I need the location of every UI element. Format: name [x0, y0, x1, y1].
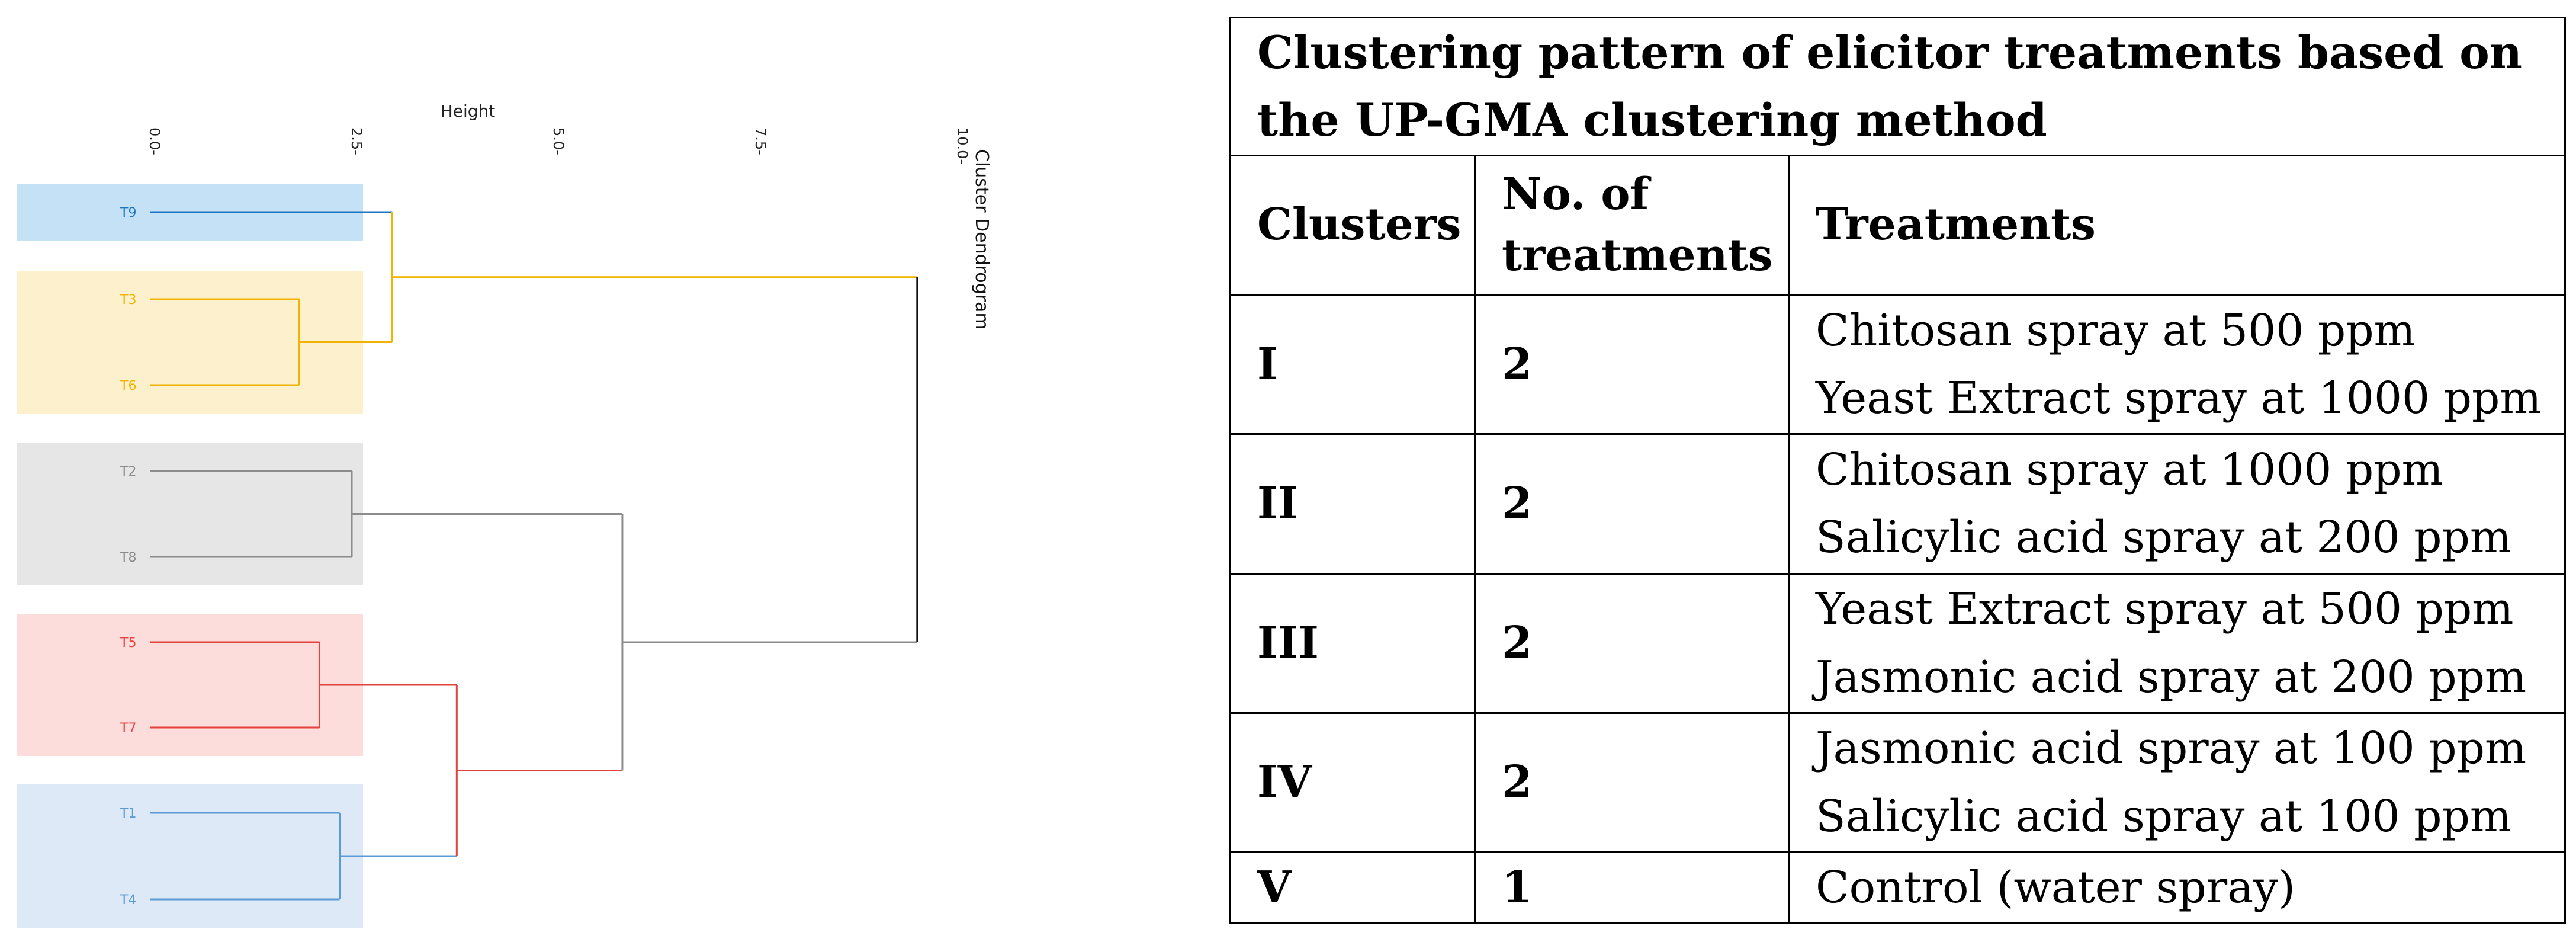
treatment-item: Yeast Extract spray at 500 ppm — [1816, 583, 2514, 635]
treatment-item: Salicylic acid spray at 100 ppm — [1816, 790, 2512, 842]
table-row: III 2 Yeast Extract spray at 500 ppm Jas… — [1229, 572, 2566, 714]
table-row: I 2 Chitosan spray at 500 ppm Yeast Extr… — [1229, 294, 2566, 435]
leaf-label: T1 — [120, 806, 136, 821]
treatment-count: 1 — [1474, 851, 1790, 924]
cluster-id: II — [1229, 433, 1476, 575]
treatment-list: Yeast Extract spray at 500 ppm Jasmonic … — [1788, 572, 2566, 714]
leaf-label: T4 — [120, 893, 136, 908]
axis-tick-label: 2.5- — [348, 127, 365, 155]
table-header-row: Clusters No. of treatments Treatments — [1229, 155, 2566, 296]
treatment-count: 2 — [1474, 433, 1790, 575]
axis-tick-label: 7.5- — [752, 127, 769, 155]
table-row: V 1 Control (water spray) — [1229, 851, 2566, 924]
treatment-item: Jasmonic acid spray at 200 ppm — [1816, 651, 2527, 703]
leaf-label: T9 — [120, 206, 136, 220]
treatment-count: 2 — [1474, 294, 1790, 435]
cluster-id: I — [1229, 294, 1476, 435]
treatment-list: Jasmonic acid spray at 100 ppm Salicylic… — [1788, 712, 2566, 853]
header-count: No. of treatments — [1474, 155, 1790, 296]
cluster-table: Clustering pattern of elicitor treatment… — [1229, 16, 2566, 924]
treatment-list: Control (water spray) — [1788, 851, 2566, 924]
header-treatments: Treatments — [1788, 155, 2566, 296]
treatment-item: Chitosan spray at 1000 ppm — [1816, 444, 2443, 495]
cluster-band — [17, 784, 363, 928]
leaf-label: T6 — [120, 379, 136, 393]
header-clusters: Clusters — [1229, 155, 1476, 296]
treatment-list: Chitosan spray at 1000 ppm Salicylic aci… — [1788, 433, 2566, 575]
treatment-list: Chitosan spray at 500 ppm Yeast Extract … — [1788, 294, 2566, 435]
cluster-id: V — [1229, 851, 1476, 924]
treatment-item: Chitosan spray at 500 ppm — [1816, 305, 2416, 356]
axis-tick-label: 5.0- — [550, 127, 567, 155]
cluster-id: IV — [1229, 712, 1476, 853]
cluster-id: III — [1229, 572, 1476, 714]
table-row: IV 2 Jasmonic acid spray at 100 ppm Sali… — [1229, 712, 2566, 853]
leaf-label: T5 — [120, 636, 136, 651]
axis-tick-label: 0.0- — [146, 127, 163, 155]
treatment-item: Control (water spray) — [1816, 861, 2295, 913]
leaf-label: T7 — [120, 721, 136, 736]
table-title: Clustering pattern of elicitor treatment… — [1229, 16, 2566, 157]
axis-tick-label: 10.0- — [954, 127, 971, 164]
cluster-band — [17, 614, 363, 756]
treatment-item: Salicylic acid spray at 200 ppm — [1816, 512, 2512, 563]
dendrogram-title: Cluster Dendrogram — [971, 149, 992, 330]
treatment-count: 2 — [1474, 572, 1790, 714]
treatment-item: Jasmonic acid spray at 100 ppm — [1816, 723, 2527, 774]
leaf-label: T2 — [120, 464, 136, 479]
cluster-band — [17, 443, 363, 585]
leaf-label: T3 — [120, 293, 136, 307]
table-title-row: Clustering pattern of elicitor treatment… — [1229, 16, 2566, 157]
treatment-item: Yeast Extract spray at 1000 ppm — [1816, 373, 2542, 424]
table-row: II 2 Chitosan spray at 1000 ppm Salicyli… — [1229, 433, 2566, 575]
treatment-count: 2 — [1474, 712, 1790, 853]
axis-title: Height — [441, 101, 496, 121]
leaf-label: T8 — [120, 550, 136, 565]
